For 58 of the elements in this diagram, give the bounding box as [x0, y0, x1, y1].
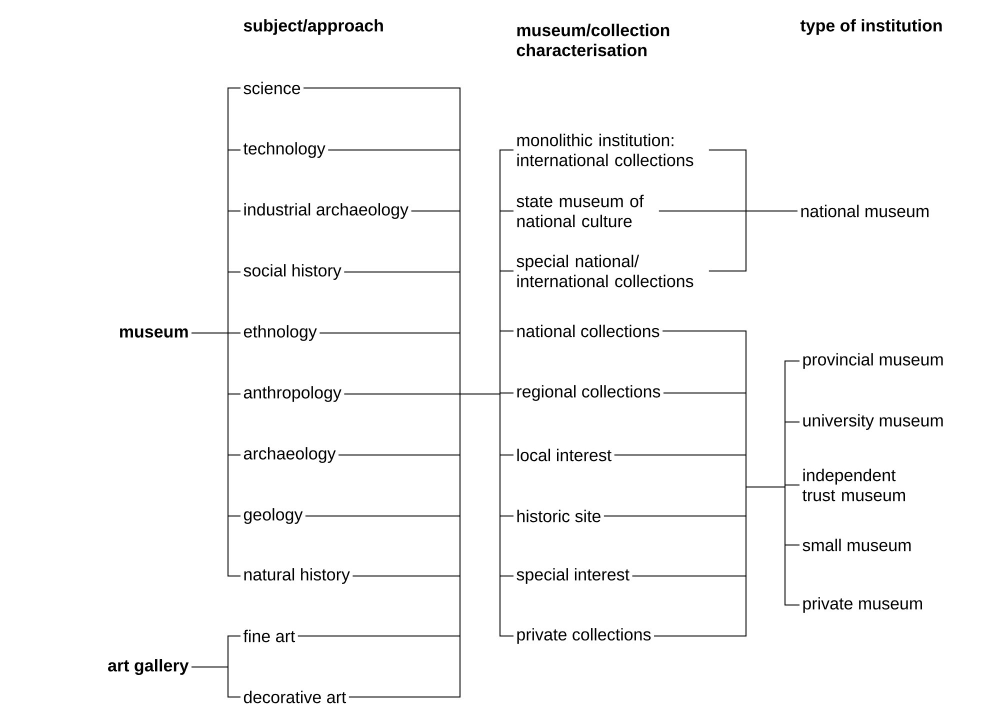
- connector-line: [784, 604, 800, 606]
- heading-label: museum: [120, 328, 188, 338]
- connector-line: [500, 454, 514, 456]
- heading-label: art gallery: [108, 659, 189, 675]
- category-label: archaeology: [244, 447, 336, 463]
- column-heading: type of institution: [800, 19, 942, 35]
- category-label: ethnology: [244, 325, 317, 341]
- category-label: national collections: [517, 324, 660, 338]
- category-label: special interest: [516, 568, 630, 584]
- connector-line: [784, 544, 800, 546]
- connector-line: [658, 210, 746, 212]
- connector-line: [411, 210, 460, 212]
- category-label: anthropology: [244, 386, 342, 402]
- connector-line: [228, 696, 240, 698]
- connector-line: [664, 392, 746, 394]
- connector-line: [746, 486, 786, 488]
- connector-line: [746, 210, 798, 212]
- category-label: provincial museum: [803, 353, 943, 369]
- connector-line: [662, 330, 746, 332]
- connector-line: [228, 210, 240, 212]
- category-label: regional collections: [517, 385, 660, 401]
- category-label: historic site: [517, 510, 600, 522]
- category-label: industrial archaeology: [244, 203, 408, 219]
- category-label: small museum: [802, 538, 911, 552]
- column-heading: museum/collection characterisation: [516, 24, 670, 56]
- connector-line: [320, 332, 460, 334]
- category-label: science: [244, 82, 300, 94]
- category-label: university museum: [803, 414, 943, 430]
- category-label: independent trust museum: [802, 468, 905, 502]
- connector-line: [338, 454, 460, 456]
- category-label: special national/ international collections: [516, 254, 694, 288]
- connector-line: [784, 360, 800, 362]
- connector-line: [228, 332, 240, 334]
- category-label: fine art: [243, 630, 296, 642]
- category-label: local interest: [517, 448, 612, 462]
- column-heading: subject/approach: [244, 19, 383, 35]
- category-label: social history: [244, 264, 342, 280]
- category-label: natural history: [244, 568, 350, 584]
- category-label: private collections: [517, 628, 651, 644]
- category-label: monolithic institution: international collections: [517, 134, 694, 166]
- category-label: technology: [243, 142, 326, 158]
- connector-line: [192, 332, 228, 334]
- connector-line: [500, 270, 514, 272]
- connector-line: [784, 484, 800, 486]
- connector-line: [348, 696, 460, 698]
- connector-line: [708, 270, 746, 272]
- connector-line: [500, 210, 514, 212]
- category-label: state museum of national culture: [516, 194, 644, 228]
- category-label: national museum: [801, 204, 928, 218]
- connector-line: [192, 666, 228, 668]
- connector-line: [784, 360, 786, 606]
- connector-line: [500, 330, 514, 332]
- connector-line: [614, 454, 746, 456]
- connector-line: [228, 454, 240, 456]
- connector-line: [500, 392, 514, 394]
- category-label: geology: [244, 508, 303, 524]
- category-label: decorative art: [244, 690, 346, 704]
- category-label: private museum: [803, 597, 922, 613]
